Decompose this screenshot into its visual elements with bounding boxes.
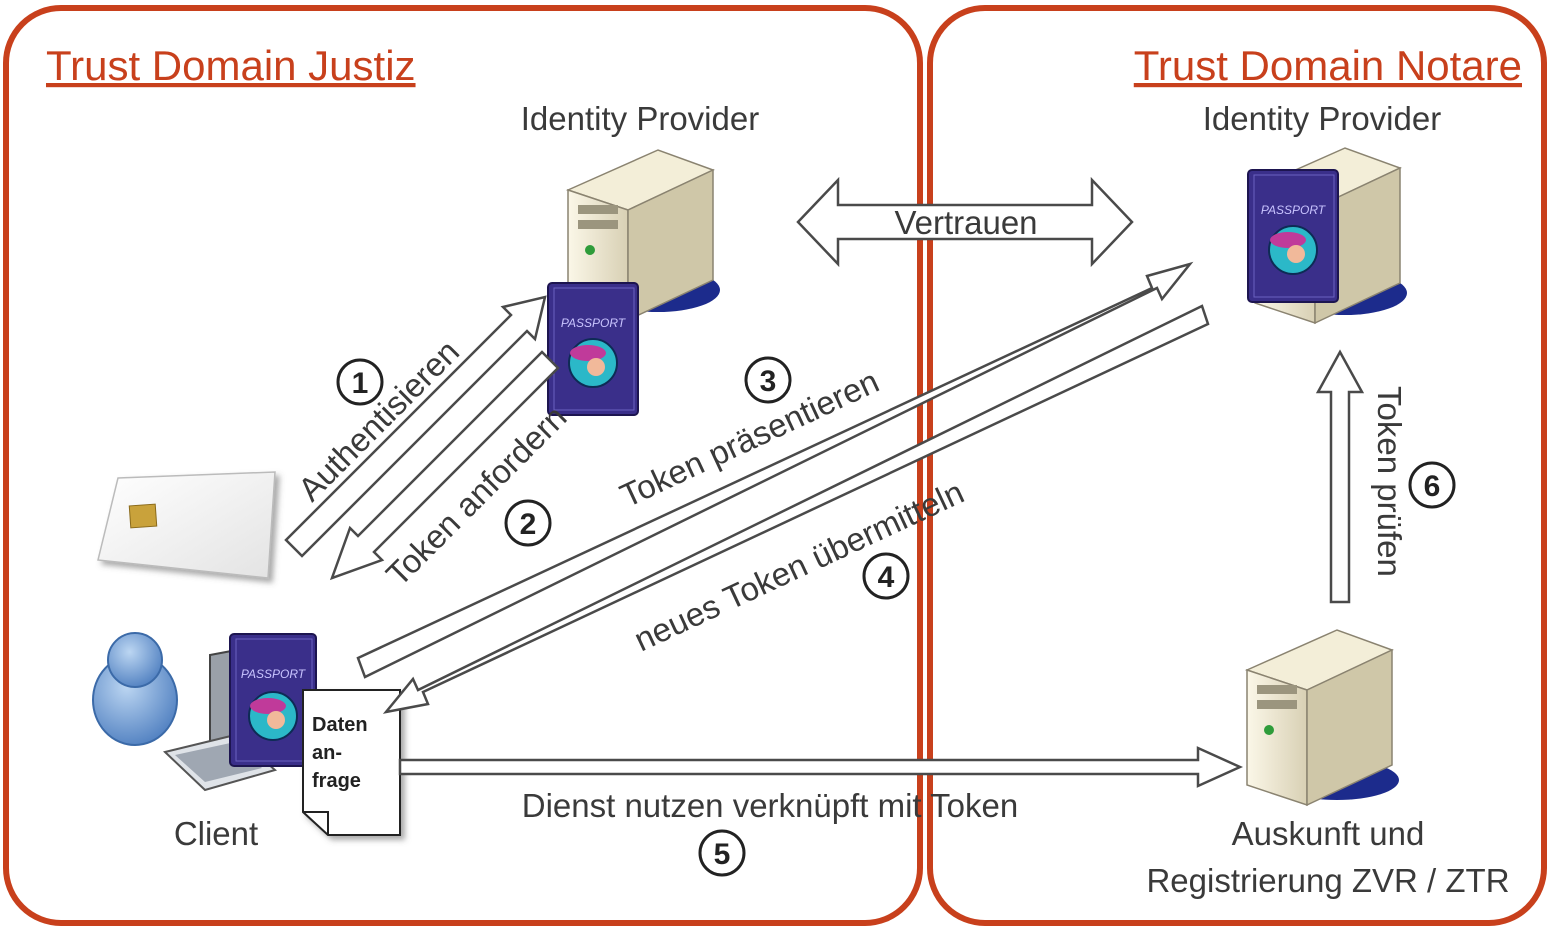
step-5-arrow (398, 746, 1244, 788)
domain-box-notare (927, 5, 1547, 926)
step-3-number: 3 (760, 365, 777, 398)
step-1-badge: 1 (336, 358, 384, 406)
step-4-arrow (382, 304, 1210, 714)
step-4-badge: 4 (862, 552, 910, 600)
step-1-number: 1 (352, 367, 369, 400)
step-3-badge: 3 (744, 356, 792, 404)
trust-arrow (796, 176, 1134, 268)
step-2-badge: 2 (504, 499, 552, 547)
trust-label: Vertrauen (894, 204, 1037, 241)
document-icon (302, 689, 401, 836)
passport-text: PASSPORT (561, 316, 627, 330)
domain-title-justiz: Trust Domain Justiz (46, 42, 416, 89)
step-3-arrow (356, 261, 1194, 679)
passport-icon: PASSPORT (547, 282, 639, 416)
service-label-line2: Registrierung ZVR / ZTR (1146, 862, 1509, 899)
domain-title-notare: Trust Domain Notare (1134, 42, 1522, 89)
step-2-number: 2 (520, 508, 537, 541)
step-6-arrow (1315, 349, 1365, 604)
step-6-number: 6 (1424, 470, 1441, 503)
document-text-line1: Daten (312, 714, 368, 736)
idp-notare-label: Identity Provider (1203, 100, 1441, 137)
step-2-arrow (329, 350, 560, 581)
step-4-number: 4 (878, 561, 895, 594)
document-text-line3: frage (312, 770, 361, 792)
idp-justiz-label: Identity Provider (521, 100, 759, 137)
step-5-number: 5 (714, 838, 731, 871)
step-5-badge: 5 (698, 829, 746, 877)
service-label-line1: Auskunft und (1232, 815, 1425, 852)
step-1-arrow (284, 295, 547, 558)
server-icon (1244, 629, 1399, 807)
passport-text: PASSPORT (1261, 203, 1327, 217)
user-icon (92, 632, 178, 746)
smart-card-icon (97, 471, 276, 579)
domain-box-justiz (3, 5, 923, 926)
step-5-label: Dienst nutzen verknüpft mit Token (522, 787, 1018, 824)
client-label: Client (174, 815, 258, 852)
passport-icon: PASSPORT (1247, 169, 1339, 303)
document-text-line2: an- (312, 742, 342, 764)
step-6-badge: 6 (1408, 461, 1456, 509)
passport-text: PASSPORT (241, 667, 307, 681)
passport-icon: PASSPORT (229, 633, 317, 767)
step-6-label: Token prüfen (1371, 386, 1408, 577)
